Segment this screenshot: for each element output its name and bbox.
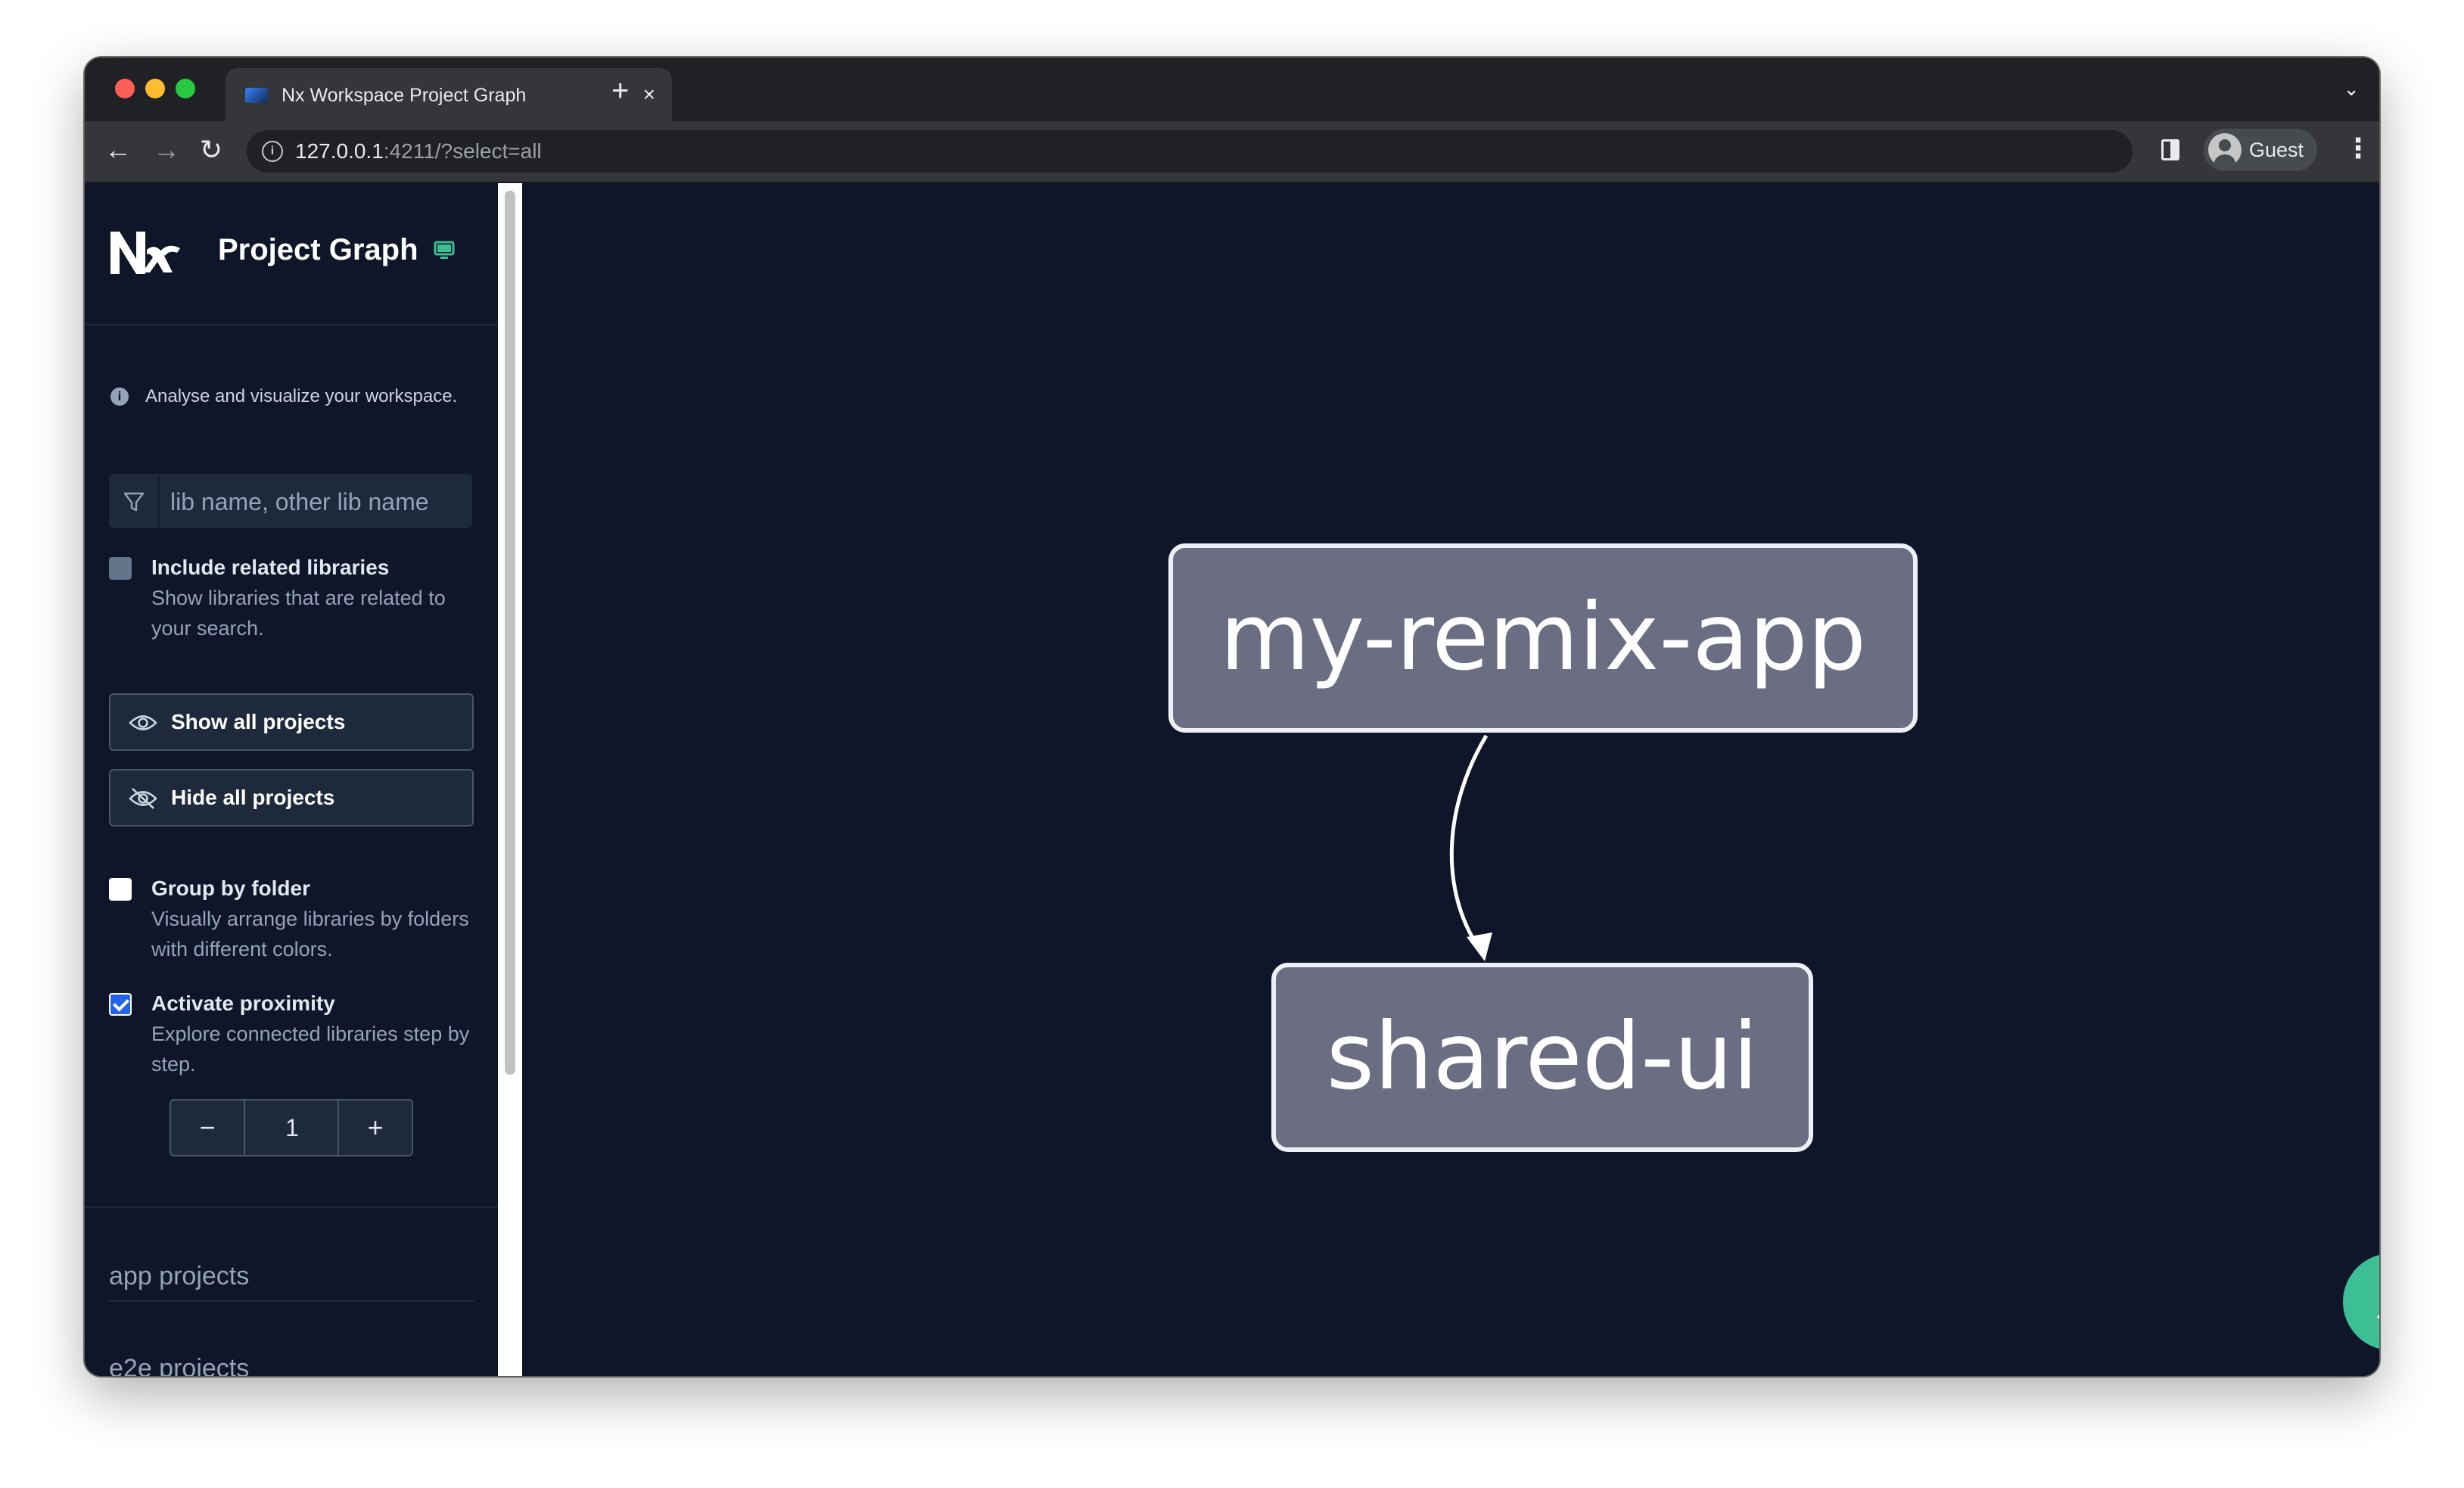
show-all-projects-button[interactable]: Show all projects [109,693,474,751]
filter-icon [123,492,145,512]
graph-node-shared-ui[interactable]: shared-ui [1271,963,1813,1152]
browser-toolbar: ← → ↻ i 127.0.0.1:4211/?select=all Guest… [85,121,2379,183]
sidebar-scrollbar[interactable] [498,183,522,1376]
tab-title: Nx Workspace Project Graph [282,85,527,106]
browser-window: Nx Workspace Project Graph × + ⌄ ← → ↻ i… [85,58,2379,1376]
info-icon: i [110,388,129,406]
browser-menu-icon[interactable]: ⋮ [2344,132,2372,163]
reload-button[interactable]: ↻ [200,134,223,165]
profile-name: Guest [2249,139,2304,161]
search-box [109,474,472,528]
page-title: Project Graph [218,233,418,266]
include-related-checkbox[interactable] [109,557,132,580]
group-by-folder-label[interactable]: Group by folder [151,876,310,900]
nx-favicon-icon [245,88,268,103]
activate-proximity-checkbox[interactable] [109,993,132,1016]
hide-all-projects-button[interactable]: Hide all projects [109,769,474,826]
close-window-button[interactable] [115,79,135,98]
nx-logo [110,232,180,274]
site-info-icon[interactable]: i [262,141,283,162]
sidebar-scrollbar-thumb[interactable] [505,191,515,1075]
guest-avatar-icon [2208,133,2242,167]
activate-proximity-description: Explore connected libraries step by step… [151,1023,470,1076]
profile-button[interactable]: Guest [2204,129,2317,171]
group-by-folder-checkbox[interactable] [109,878,132,901]
app-projects-heading: app projects [109,1259,474,1302]
graph-edge-arrowhead [1467,932,1492,961]
sections-divider [85,1206,498,1208]
eye-off-icon [129,788,157,809]
decrement-button[interactable]: − [171,1100,245,1155]
include-related-label[interactable]: Include related libraries [151,556,390,579]
tab-search-chevron-icon[interactable]: ⌄ [2343,77,2360,100]
address-bar[interactable]: i 127.0.0.1:4211/?select=all [247,130,2133,173]
forward-button[interactable]: → [153,134,180,165]
activate-proximity-label[interactable]: Activate proximity [151,991,335,1015]
monitor-icon[interactable] [433,239,456,262]
hide-all-projects-label: Hide all projects [171,786,335,809]
include-related-description: Show libraries that are related to your … [151,587,446,640]
minimize-window-button[interactable] [145,79,165,98]
sidebar: Project Graph i Analyse and visualize yo… [85,183,498,1376]
maximize-window-button[interactable] [176,79,195,98]
e2e-projects-heading: e2e projects [109,1352,474,1376]
browser-tab-active[interactable]: Nx Workspace Project Graph × [226,68,672,121]
url-path: :4211/?select=all [383,139,542,163]
search-input[interactable] [169,482,467,521]
increment-button[interactable]: + [338,1100,412,1155]
url-host: 127.0.0.1 [295,139,384,163]
search-separator [158,475,160,528]
graph-edge [1449,734,1492,961]
group-by-folder-description: Visually arrange libraries by folders wi… [151,907,469,960]
new-tab-button[interactable]: + [611,74,630,107]
header-divider [85,324,498,325]
back-button[interactable]: ← [104,134,132,165]
address-url[interactable]: 127.0.0.1:4211/?select=all [295,139,542,163]
graph-node-my-remix-app[interactable]: my-remix-app [1168,543,1918,733]
info-text: Analyse and visualize your workspace. [145,386,458,406]
stepper-value: 1 [285,1114,299,1141]
tab-close-icon[interactable]: × [642,82,655,106]
proximity-stepper: − 1 + [170,1099,413,1156]
show-all-projects-label: Show all projects [171,710,346,733]
graph-canvas[interactable]: my-remix-app shared-ui [522,183,2379,1376]
browser-titlebar: Nx Workspace Project Graph × + ⌄ [85,58,2379,121]
eye-icon [129,715,157,730]
download-icon [2377,1315,2379,1319]
side-panel-icon[interactable] [2161,139,2179,160]
